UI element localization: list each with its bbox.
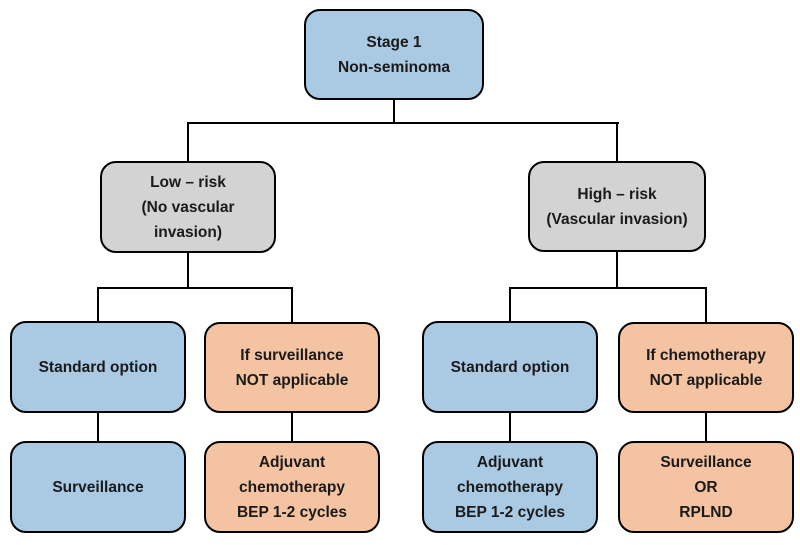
connector-line: [509, 411, 511, 443]
connector-line: [616, 250, 618, 289]
node-if-chemotherapy-not-applicable: If chemotherapy NOT applicable: [618, 322, 794, 413]
node-surveillance-or-rplnd: Surveillance OR RPLND: [618, 441, 794, 533]
node-label: If surveillance NOT applicable: [235, 346, 349, 389]
connector-line: [705, 287, 707, 324]
node-high-risk: High – risk (Vascular invasion): [528, 161, 706, 252]
node-label: Stage 1 Non-seminoma: [338, 33, 450, 76]
node-label: Adjuvant chemotherapy BEP 1-2 cycles: [236, 453, 347, 521]
node-label: Surveillance: [52, 478, 144, 496]
connector-line: [509, 287, 511, 323]
node-low-risk: Low – risk (No vascular invasion): [100, 161, 276, 253]
node-label: Low – risk (No vascular invasion): [141, 173, 235, 241]
connector-line: [97, 287, 99, 323]
connector-line: [616, 122, 618, 163]
node-stage1-non-seminoma: Stage 1 Non-seminoma: [304, 9, 484, 100]
node-label: Adjuvant chemotherapy BEP 1-2 cycles: [454, 453, 565, 521]
connector-line: [393, 98, 395, 124]
connector-line: [97, 411, 99, 443]
node-surveillance: Surveillance: [10, 441, 186, 533]
node-adjuvant-chemotherapy-high-risk: Adjuvant chemotherapy BEP 1-2 cycles: [422, 441, 598, 533]
node-low-risk-standard-option: Standard option: [10, 321, 186, 413]
connector-line: [187, 251, 189, 289]
connector-line: [187, 122, 189, 163]
connector-line: [509, 287, 707, 289]
connector-line: [291, 412, 293, 443]
connector-line: [291, 287, 293, 324]
node-label: Standard option: [38, 358, 158, 376]
connector-line: [187, 122, 619, 124]
node-if-surveillance-not-applicable: If surveillance NOT applicable: [204, 322, 380, 413]
node-label: Surveillance OR RPLND: [660, 453, 752, 521]
connector-line: [97, 287, 293, 289]
node-adjuvant-chemotherapy-low-risk: Adjuvant chemotherapy BEP 1-2 cycles: [204, 441, 380, 533]
node-label: High – risk (Vascular invasion): [546, 185, 688, 228]
node-label: Standard option: [450, 358, 570, 376]
connector-line: [705, 412, 707, 443]
node-high-risk-standard-option: Standard option: [422, 321, 598, 413]
node-label: If chemotherapy NOT applicable: [646, 346, 766, 389]
